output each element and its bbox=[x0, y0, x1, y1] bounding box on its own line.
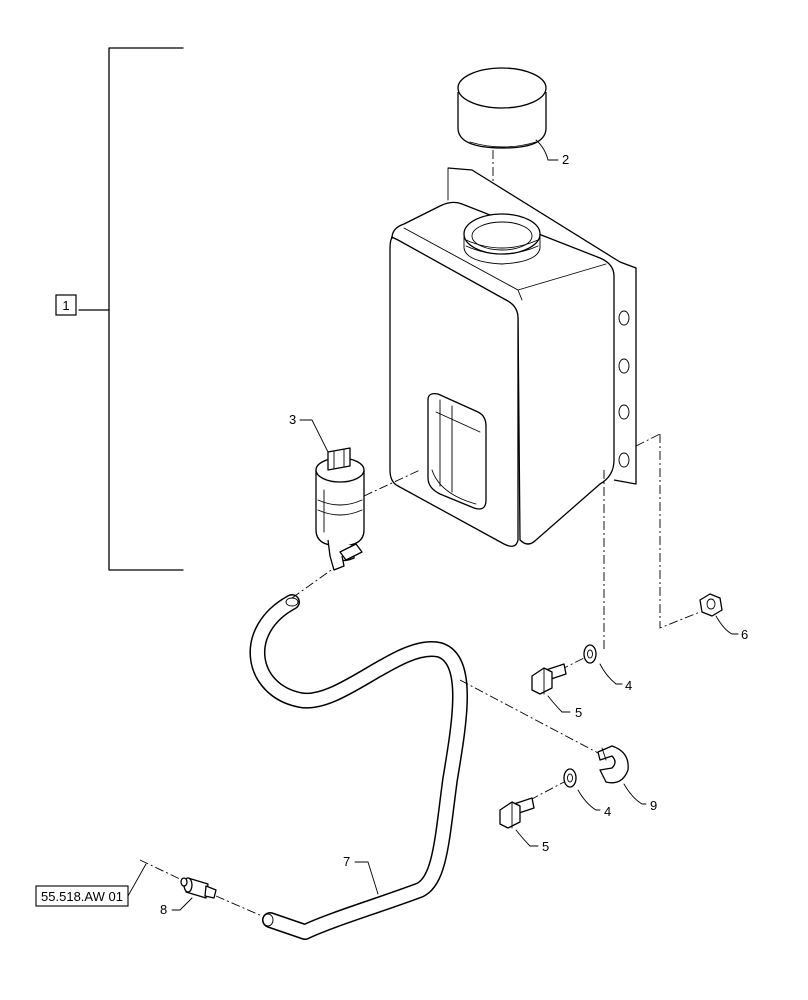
flange-centerline bbox=[635, 433, 661, 447]
callout-2[interactable]: 2 bbox=[562, 152, 569, 167]
washer-tank-cap[interactable] bbox=[457, 67, 547, 149]
hose-centerline-top bbox=[291, 567, 335, 599]
callout-7[interactable]: 7 bbox=[343, 854, 350, 869]
valve-centerline-left bbox=[139, 859, 183, 881]
leader-6 bbox=[715, 615, 739, 635]
leader-3 bbox=[299, 419, 329, 453]
reference-leader bbox=[127, 863, 147, 897]
washer-pump[interactable] bbox=[315, 447, 365, 571]
leader-2 bbox=[535, 139, 559, 161]
callout-5a[interactable]: 5 bbox=[575, 705, 582, 720]
callout-1: 1 bbox=[62, 298, 69, 313]
nut-centerline bbox=[659, 434, 701, 629]
washer-4-lower[interactable] bbox=[563, 768, 577, 788]
bolt-2-axis bbox=[529, 781, 565, 801]
callout-5b[interactable]: 5 bbox=[542, 839, 549, 854]
washer-hose[interactable] bbox=[249, 594, 468, 940]
callout-8[interactable]: 8 bbox=[160, 902, 167, 917]
leader-5b bbox=[515, 829, 539, 847]
callout-3[interactable]: 3 bbox=[289, 412, 296, 427]
valve-centerline-right bbox=[215, 895, 263, 917]
washer-tank[interactable] bbox=[389, 167, 637, 547]
bolt-5-lower[interactable] bbox=[499, 797, 535, 829]
leader-9 bbox=[623, 783, 647, 805]
leader-8 bbox=[171, 897, 193, 911]
reference-box[interactable]: 55.518.AW 01 bbox=[35, 885, 129, 907]
callout-1-box[interactable]: 1 bbox=[55, 294, 77, 316]
callout-4b[interactable]: 4 bbox=[604, 804, 611, 819]
bolt-5-upper[interactable] bbox=[531, 663, 567, 695]
hose-clip-9[interactable] bbox=[597, 745, 629, 784]
washer-4-upper[interactable] bbox=[583, 644, 597, 664]
pump-centerline bbox=[363, 469, 421, 497]
check-valve[interactable] bbox=[180, 877, 217, 899]
nut-6[interactable] bbox=[699, 593, 723, 617]
reference-label: 55.518.AW 01 bbox=[41, 889, 123, 904]
callout-9[interactable]: 9 bbox=[650, 798, 657, 813]
leader-7 bbox=[354, 861, 379, 895]
leader-5a bbox=[547, 695, 571, 713]
callout-4a[interactable]: 4 bbox=[625, 678, 632, 693]
assembly-bracket bbox=[78, 47, 184, 571]
callout-6[interactable]: 6 bbox=[741, 627, 748, 642]
leader-4b bbox=[577, 789, 601, 811]
leader-4a bbox=[599, 663, 623, 685]
clip-centerline bbox=[459, 679, 601, 755]
